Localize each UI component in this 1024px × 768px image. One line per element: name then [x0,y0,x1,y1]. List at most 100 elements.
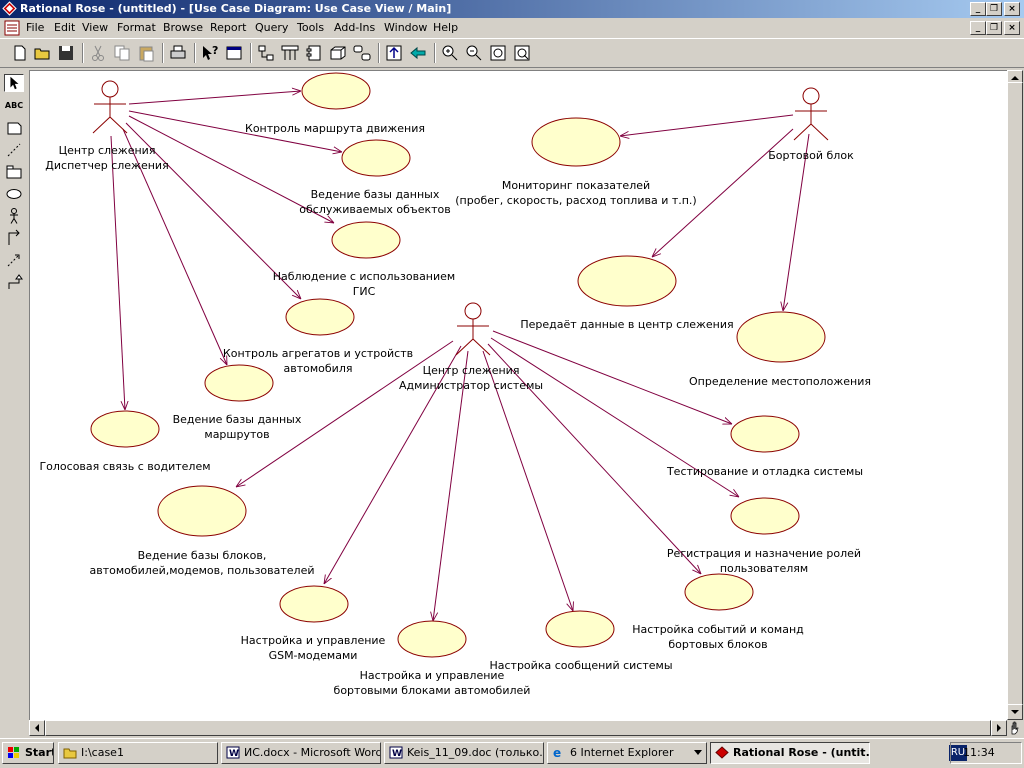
use-case-ellipse[interactable] [157,485,247,537]
start-button[interactable]: Start [2,742,54,764]
zoom-out-icon[interactable] [464,43,484,63]
association-tool-icon[interactable] [4,229,24,247]
use-case-ellipse[interactable] [90,410,160,448]
close-button[interactable]: × [1004,2,1020,16]
view-documentation-icon[interactable] [224,43,244,63]
restore-button[interactable]: ❐ [986,2,1002,16]
browse-class-diagram-icon[interactable] [256,43,276,63]
vertical-scrollbar[interactable] [1007,70,1023,720]
association-line[interactable] [652,128,794,257]
selection-tool-icon[interactable] [4,74,24,92]
association-line[interactable] [490,337,739,497]
use-case-ellipse[interactable] [331,221,401,259]
taskbar-item-word-1[interactable]: W ИС.docx - Microsoft Word [221,742,381,764]
use-case-ellipse[interactable] [736,311,826,363]
horizontal-scrollbar[interactable] [29,720,1007,736]
browse-state-diagram-icon[interactable] [352,43,372,63]
use-case[interactable]: Ведение базы блоков,автомобилей,модемов,… [89,485,315,577]
association-line[interactable] [620,114,794,136]
minimize-button[interactable]: _ [970,2,986,16]
browse-interaction-diagram-icon[interactable] [280,43,300,63]
use-case-ellipse[interactable] [285,298,355,336]
menu-query[interactable]: Query [255,21,289,34]
use-case-ellipse[interactable] [531,117,621,167]
print-icon[interactable] [168,43,188,63]
association-line[interactable] [128,110,342,152]
association-line[interactable] [122,128,227,365]
association-line[interactable] [125,122,301,299]
association-line[interactable] [128,115,334,223]
use-case-ellipse[interactable] [730,415,800,453]
use-case[interactable]: Мониторинг показателей(пробег, скорость,… [455,117,697,207]
package-tool-icon[interactable] [4,163,24,181]
dependency-tool-icon[interactable] [4,251,24,269]
document-icon[interactable] [4,20,20,36]
paste-icon[interactable] [136,43,156,63]
menu-file[interactable]: File [26,21,45,34]
note-tool-icon[interactable] [4,119,24,137]
context-help-icon[interactable]: ? [200,43,220,63]
use-case-tool-icon[interactable] [4,185,24,203]
taskbar-item-explorer[interactable]: I:\case1 [58,742,218,764]
undo-fit-in-window-icon[interactable] [512,43,532,63]
association-line[interactable] [110,135,125,410]
rational-rose-icon[interactable] [2,1,17,16]
menu-report[interactable]: Report [210,21,247,34]
scroll-right-button[interactable] [991,720,1007,736]
use-case[interactable]: Настройка сообщений системы [489,610,673,672]
new-icon[interactable] [10,43,30,63]
generalization-tool-icon[interactable] [4,273,24,291]
use-case-ellipse[interactable] [397,620,467,658]
use-case[interactable]: Контроль маршрута движения [245,72,425,135]
association-line[interactable] [433,350,469,621]
taskbar-item-internet-explorer[interactable]: e 6 Internet Explorer [547,742,707,764]
use-case-ellipse[interactable] [577,255,677,307]
browse-component-diagram-icon[interactable] [304,43,324,63]
association-line[interactable] [492,330,732,424]
menu-addins[interactable]: Add-Ins [334,21,376,34]
hand-icon[interactable] [1007,720,1023,736]
browse-previous-icon[interactable] [408,43,428,63]
open-icon[interactable] [33,43,53,63]
use-case-ellipse[interactable] [279,585,349,623]
scroll-left-button[interactable] [29,720,45,736]
use-case[interactable]: Тестирование и отладка системы [666,415,863,478]
scroll-down-button[interactable] [1007,704,1023,720]
actor-icon[interactable] [92,80,128,134]
association-line[interactable] [482,350,573,611]
association-line[interactable] [783,133,810,311]
actor-tool-icon[interactable] [4,207,24,225]
doc-restore-button[interactable]: ❐ [986,21,1002,35]
use-case[interactable]: Голосовая связь с водителем [39,410,211,473]
menu-edit[interactable]: Edit [54,21,76,34]
clock[interactable]: 11:34 [963,746,995,759]
use-case-ellipse[interactable] [545,610,615,648]
language-indicator[interactable]: RU [949,745,967,761]
menu-tools[interactable]: Tools [297,21,325,34]
association-line[interactable] [236,340,454,487]
doc-close-button[interactable]: × [1004,21,1020,35]
taskbar-item-word-2[interactable]: W Keis_11_09.doc (только... [384,742,544,764]
browse-deployment-diagram-icon[interactable] [328,43,348,63]
association-line[interactable] [487,343,701,574]
menu-format[interactable]: Format [117,21,156,34]
actor[interactable]: Бортовой блок [768,87,854,162]
fit-in-window-icon[interactable] [488,43,508,63]
anchor-note-tool-icon[interactable] [4,141,24,159]
doc-minimize-button[interactable]: _ [970,21,986,35]
association-line[interactable] [324,345,462,584]
use-case[interactable]: Определение местоположения [689,311,871,388]
menu-view[interactable]: View [82,21,109,34]
text-tool-icon[interactable]: ABC [4,101,24,110]
use-case[interactable]: Регистрация и назначение ролейпользовате… [667,497,861,575]
menu-browse[interactable]: Browse [163,21,204,34]
use-case-ellipse[interactable] [301,72,371,110]
